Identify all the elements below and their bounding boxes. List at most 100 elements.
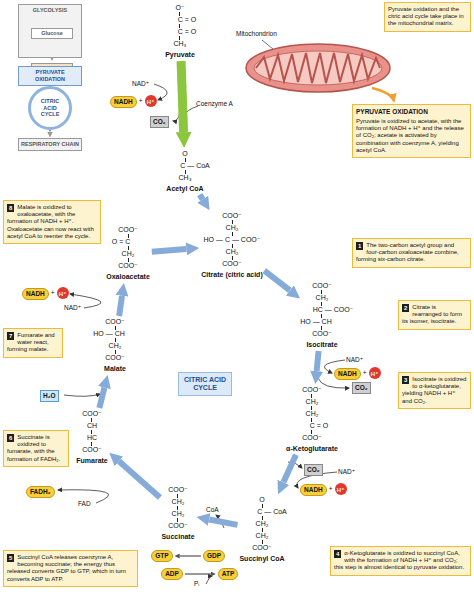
structure-line: COO⁻ [286, 434, 338, 442]
callout-number: 4 [334, 550, 341, 558]
callout-number: 7 [7, 332, 14, 340]
plus-sign: + [363, 369, 367, 377]
structure-line: COO⁻ [106, 262, 150, 270]
callout-number: 6 [7, 434, 14, 442]
bond-line [179, 36, 180, 40]
structure-line: COO⁻ [106, 226, 150, 234]
structure-line: CH₃ [166, 174, 203, 182]
pathway-step: Glucose [31, 28, 73, 39]
cofactor-label: NAD⁺ [64, 304, 81, 312]
node-text: CITRIC ACID CYCLE [34, 98, 66, 118]
node-text: GLYCOLYSIS [20, 7, 80, 14]
molecule: COO⁻CHHCCOO⁻Fumarate [76, 410, 108, 465]
structure-line: COO⁻ [161, 522, 194, 530]
structure-line: CH₂ [302, 294, 343, 302]
cycle-circle: CITRIC ACID CYCLE [28, 86, 72, 130]
bond-line [91, 418, 92, 422]
bond-line [232, 220, 233, 224]
structure-line: CH₃ [165, 40, 195, 48]
energy-oval: GDP [203, 550, 225, 562]
structure-line: COO⁻ [161, 486, 194, 494]
structure-line: COO⁻ [76, 446, 108, 454]
bond-line [115, 338, 116, 342]
co2-box: CO₂ [150, 116, 169, 128]
molecule-name: Malate [99, 364, 131, 373]
structure-line: CH₂ [239, 532, 284, 540]
structure-line: COO⁻ [286, 386, 338, 394]
bond-line [179, 12, 180, 16]
node-text: CO₂ [355, 384, 368, 392]
energy-oval: ADP [161, 568, 183, 580]
cycle-arrow [200, 195, 203, 200]
conversion-arrow [180, 555, 201, 556]
proton-circle: H⁺ [57, 287, 69, 299]
molecule: COO⁻CH₂CH₂COO⁻Succinate [161, 486, 194, 541]
pathway-box: RESPIRATORY CHAIN [18, 138, 82, 151]
molecule: O⁻C = OC = OCH₃Pyruvate [165, 4, 195, 59]
nadh-oval: NADH [334, 368, 361, 380]
node-text: PYRUVATE OXIDATION [20, 69, 80, 83]
callout-text: Succinate is oxidized to fumarate, with … [7, 434, 60, 462]
structure-line: COO⁻ [99, 354, 131, 362]
cycle-arrow [317, 351, 319, 371]
bond-line [232, 232, 233, 236]
mitochondrion-drawing [246, 44, 390, 92]
node-text: Pyruvate is oxidized to acetate, with th… [356, 118, 467, 154]
molecule: COO⁻CH₂HC — COO⁻HO — CHCOO⁻Isocitrate [302, 282, 343, 349]
cycle-arrow [283, 455, 296, 483]
bond-line [179, 24, 180, 28]
node-text: NADH [304, 486, 323, 494]
structure-line: CH₂ [161, 510, 194, 518]
step-callout: 4α-Ketoglutarate is oxidized to succinyl… [330, 546, 471, 576]
structure-line: CH₂ [286, 398, 338, 406]
structure-line: C = O [172, 16, 202, 24]
bond-line [91, 442, 92, 446]
cofactor-arrows [58, 84, 349, 584]
bond-line [311, 394, 312, 398]
structure-line: COO⁻ [302, 330, 343, 338]
cycle-arrow [152, 249, 187, 252]
molecule: COO⁻HO — CHCH₂COO⁻Malate [99, 318, 131, 373]
structure-line: COO⁻ [76, 410, 108, 418]
bond-line [177, 518, 178, 522]
bond-line [232, 256, 233, 260]
cycle-arrow [119, 296, 122, 316]
node-text: RESPIRATORY CHAIN [20, 141, 80, 148]
structure-line: HO — C — COO⁻ [201, 236, 262, 244]
callout-text: Citrate is rearranged to form its isomer… [402, 304, 462, 324]
structure-line: HC [76, 434, 108, 442]
step-callout: 7Fumarate and water react, forming malat… [3, 328, 63, 358]
cycle-arrow [209, 519, 237, 524]
bond-line [177, 494, 178, 498]
node-text: NADH [114, 98, 133, 106]
cycle-arrow [264, 271, 290, 291]
cofactor-label: NAD⁺ [132, 80, 149, 88]
oxidation-arrow [181, 61, 184, 132]
bond-line [128, 234, 129, 238]
step-callout: 8Malate is oxidized to oxaloacetate, wit… [3, 200, 101, 244]
bond-line [311, 406, 312, 410]
bond-line [311, 418, 312, 422]
coenzyme-label: Coenzyme A [196, 100, 233, 108]
structure-line: O [239, 496, 284, 504]
bond-line [262, 516, 263, 520]
structure-line: HO — CH [296, 318, 337, 326]
step-callout: 3Isocitrate is oxidized to α-ketoglutara… [398, 372, 471, 409]
phosphate-label: Pᵢ [194, 580, 199, 588]
energy-oval: ATP [218, 568, 239, 580]
leader-line [262, 40, 273, 49]
molecule-name: Pyruvate [165, 50, 195, 59]
structure-line: HC — COO⁻ [313, 306, 354, 314]
structure-line: COO⁻ [99, 318, 131, 326]
step-callout: 5Succinyl CoA releases coenzyme A, becom… [3, 550, 138, 587]
node-text: H⁺ [147, 98, 155, 105]
node-text: ATP [222, 570, 235, 578]
structure-line: CH₂ [106, 250, 150, 258]
fadh2-oval: FADH₂ [26, 486, 55, 498]
node-text: ADP [165, 570, 179, 578]
molecule-name: Succinate [161, 532, 194, 541]
bond-line [115, 326, 116, 330]
callout-heading: PYRUVATE OXIDATION [356, 108, 467, 116]
